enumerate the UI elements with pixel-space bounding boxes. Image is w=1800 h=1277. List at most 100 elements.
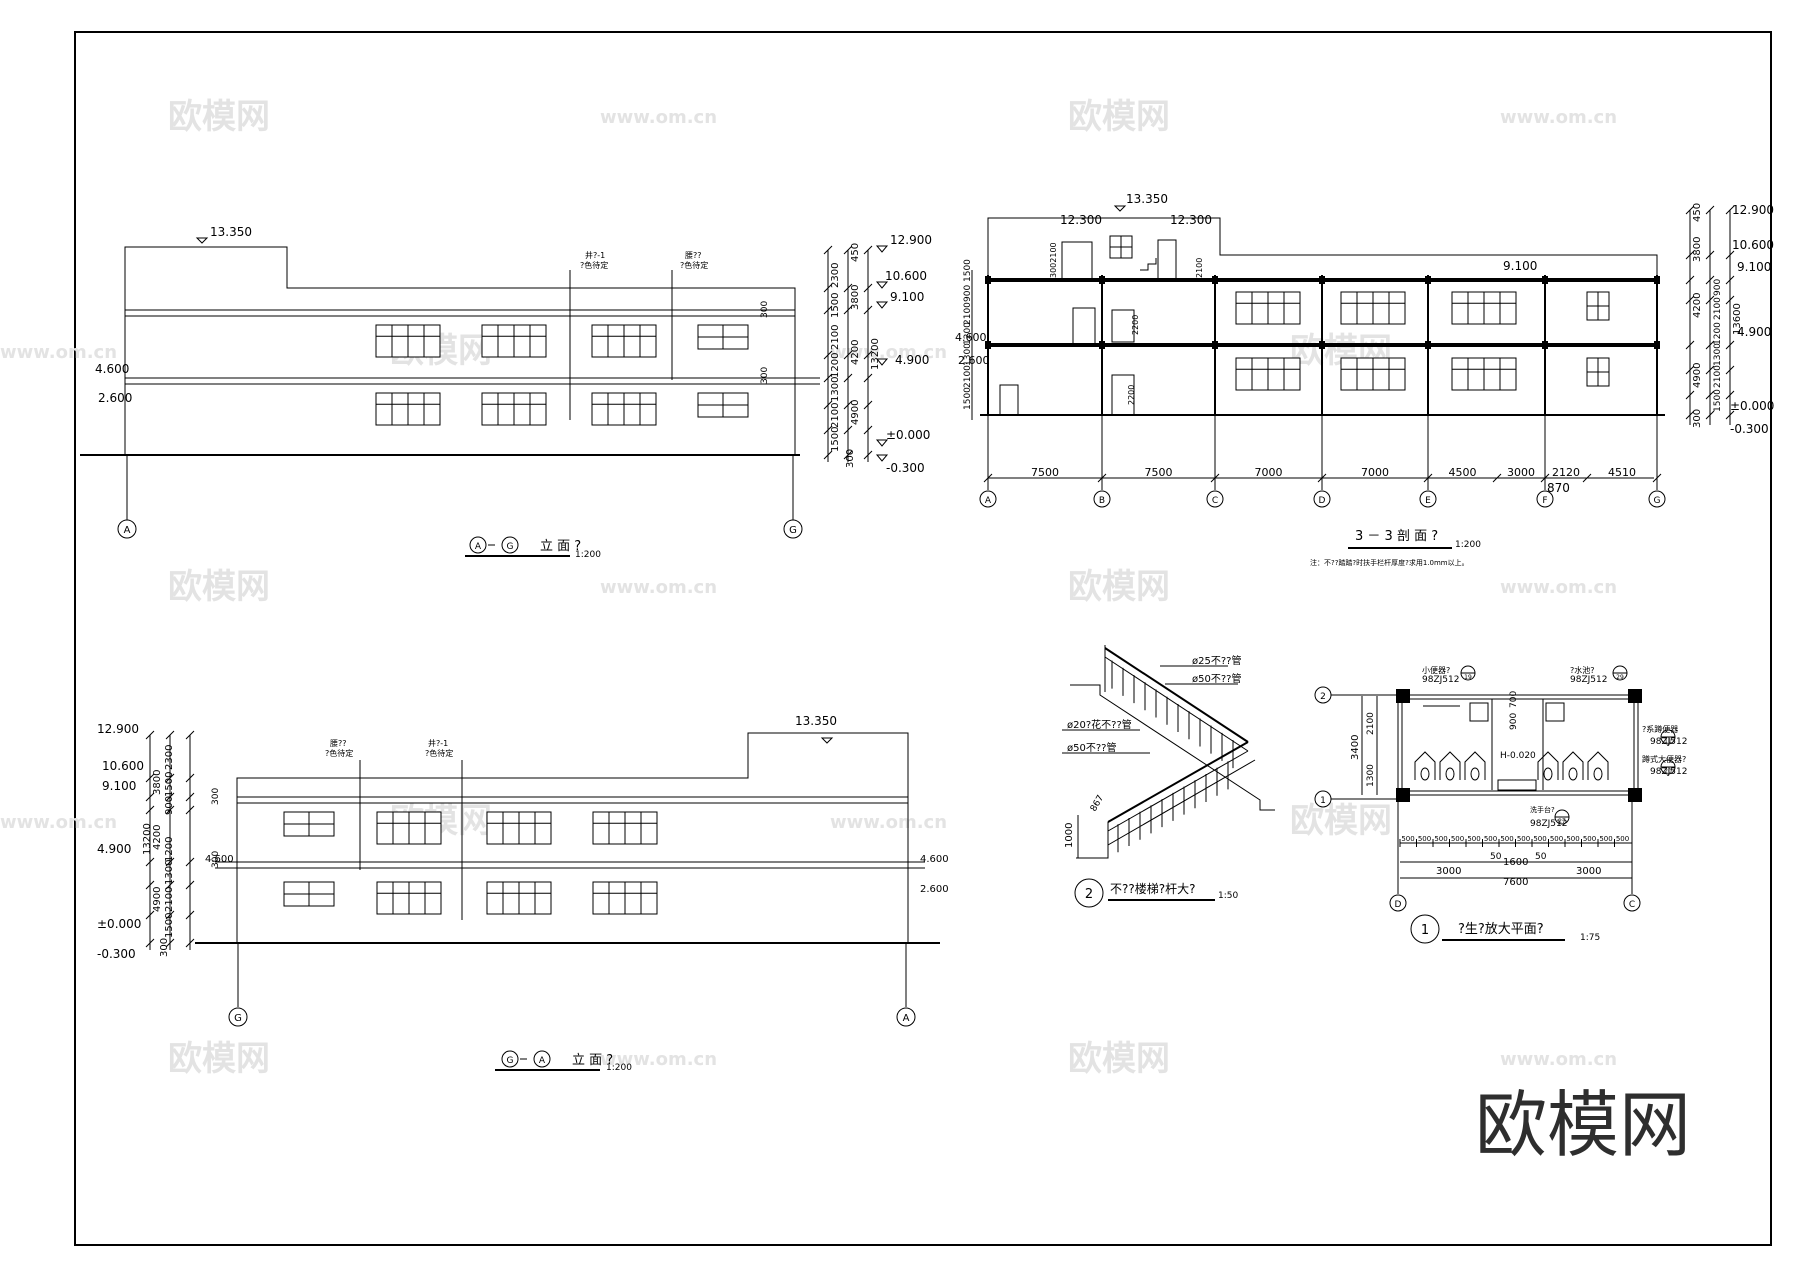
stair-dim: 2100 [1195, 258, 1204, 278]
door [999, 384, 1019, 416]
roof-level-1: 12.300 [1060, 213, 1102, 227]
small-dim: 500 [1550, 835, 1563, 843]
level-right-1: 4.600 [920, 854, 949, 865]
dim-right-a: 4200 [1692, 293, 1703, 318]
door [1111, 374, 1135, 416]
label: 洗手台? [1530, 805, 1555, 814]
drawing-title: 立 面 ? [540, 539, 581, 554]
column [1319, 276, 1325, 284]
dim-tick [1685, 390, 1695, 400]
bay-dim: 7000 [1255, 466, 1283, 479]
dim-tick [843, 245, 853, 255]
axis-bubble [896, 1007, 916, 1027]
label-1: ø25不??管 [1192, 654, 1241, 667]
dim-a-6: 2100 [164, 887, 175, 912]
axis-label: B [1099, 496, 1105, 506]
drawing-title: 3 － 3 剖 面 ? [1355, 529, 1438, 544]
dim-tick [843, 305, 853, 315]
railing-detail: ø25不??管 ø50不??管 ø20?花不??管 ø50不??管 1000 8… [1062, 645, 1275, 908]
level-right-2: 2.600 [920, 884, 949, 895]
squat-pan [1445, 767, 1455, 781]
door [1061, 241, 1093, 281]
dim-a-4: 1200 [830, 353, 841, 378]
stall [1537, 751, 1559, 780]
level-left-5: ±0.000 [97, 917, 141, 931]
small-dim: 500 [1484, 835, 1497, 843]
bay-dim: 4510 [1608, 466, 1636, 479]
dim-tick [165, 857, 175, 867]
dim-left: 1500 [963, 259, 973, 282]
side-dim: 300 [760, 301, 770, 318]
dim-inner: 900 [1509, 713, 1519, 730]
column [1628, 788, 1642, 802]
dim-left: 1500 [963, 387, 973, 410]
dim-tick [185, 880, 195, 890]
watermark-site: www.om.cn [600, 107, 717, 128]
dim-tick [1705, 340, 1715, 350]
label: 小便器? [1422, 665, 1450, 675]
axis-label: A [903, 1013, 910, 1024]
section-note: 注：不??踏踏?时扶手栏杆厚度?求用1.0mm以上。 [1310, 558, 1469, 567]
dim-a-4: 1200 [164, 837, 175, 862]
dim-b-2: 3800 [850, 285, 861, 310]
axis-bubble [1536, 490, 1554, 508]
level-inner-left: 4.600 [205, 854, 234, 865]
dim-tick [145, 880, 155, 890]
level-marker [195, 237, 209, 244]
dim-tick [1705, 410, 1715, 420]
dim-a-3: 900 [164, 796, 175, 815]
watermark-site: www.om.cn [1500, 577, 1617, 598]
column [1654, 341, 1660, 349]
dim-ticks [1685, 205, 1735, 420]
watermark-site: www.om.cn [830, 342, 947, 363]
dim-tick [145, 857, 155, 867]
dim-mid-small: 50 [1535, 852, 1547, 862]
dim-a-2: 1500 [164, 772, 175, 797]
bay-dim: 3000 [1507, 466, 1535, 479]
plan-outline [1397, 694, 1639, 796]
dim-left: 2100 [1366, 712, 1376, 735]
drawing-scale: 1:50 [1218, 891, 1238, 901]
stall [1587, 751, 1609, 780]
axis-bubble [1206, 490, 1224, 508]
watermark-logo: 欧模网 [1068, 97, 1170, 137]
title-axis-bubble [533, 1050, 551, 1068]
dim-tick [863, 373, 873, 383]
building-outline [236, 732, 909, 943]
axis-label: E [1425, 496, 1431, 506]
level-marker [875, 245, 889, 253]
squat-pan [1568, 767, 1578, 781]
small-dim: 500 [1500, 835, 1513, 843]
title-axis-2: A [539, 1056, 546, 1066]
dim-total: 7600 [1503, 877, 1528, 888]
dim-tick [843, 450, 853, 460]
dim-mid: 3000 [1576, 866, 1601, 877]
label: 98ZJ512 [1650, 767, 1687, 777]
handrail [1107, 750, 1249, 832]
dim-tick [1705, 275, 1715, 285]
dim-tick [185, 857, 195, 867]
axis-bubble [228, 1007, 248, 1027]
dim-tick [843, 400, 853, 410]
row-axis: 2 [1320, 692, 1326, 702]
dim-right-a: 3800 [1692, 237, 1703, 262]
watermark-layer: 欧模网 www.om.cn 欧模网 www.om.cn 欧模网 www.om.c… [0, 97, 1691, 1167]
watermark-site: www.om.cn [0, 342, 117, 363]
stall [1562, 751, 1584, 780]
watermark-site: www.om.cn [830, 812, 947, 833]
dim-a-5: 1300 [830, 377, 841, 402]
small-dim: 500 [1566, 835, 1579, 843]
watermark-site: www.om.cn [600, 577, 717, 598]
small-dim: 500 [1467, 835, 1480, 843]
title-axis-1: G [507, 1056, 514, 1066]
label-2: ø50不??管 [1192, 672, 1241, 685]
dim-tick [165, 792, 175, 802]
title-axis-2: G [507, 542, 514, 552]
dim-b-1: 3800 [152, 770, 163, 795]
label: 98ZJ512 [1530, 819, 1567, 829]
note-2b: ?色待定 [680, 260, 708, 270]
watermark-site: www.om.cn [0, 812, 117, 833]
level-marker [820, 737, 834, 744]
